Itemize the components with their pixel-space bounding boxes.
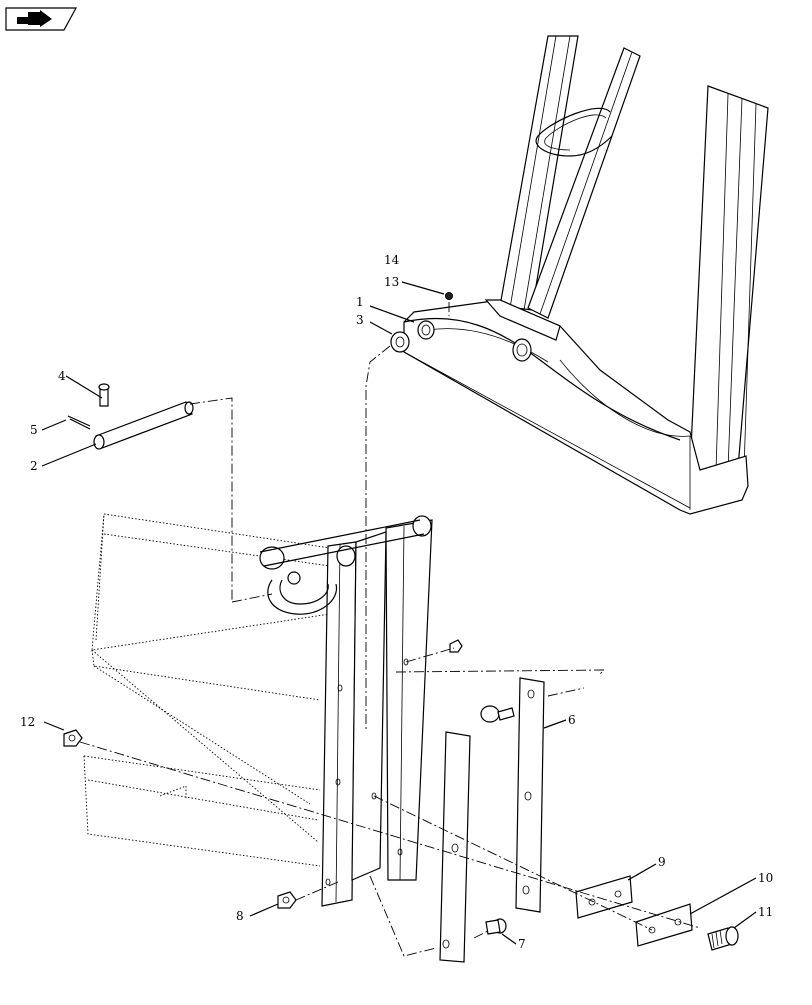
callout-9: 9 [658,855,666,869]
alignment-lines [79,345,701,957]
wear-strips [439,677,739,963]
callout-2: 2 [30,459,38,473]
callout-5: 5 [30,423,38,437]
callout-labels: 14 13 1 3 4 5 2 12 6 9 10 11 8 7 [20,253,773,951]
arrow-right-icon[interactable] [5,7,78,31]
upper-frame-assembly [390,35,769,515]
callout-3: 3 [356,313,364,327]
pin-parts [67,383,194,450]
callout-6: 6 [568,713,576,727]
callout-13: 13 [384,275,399,289]
callout-1: 1 [356,295,364,309]
callout-7: 7 [518,937,526,951]
leader-lines [41,281,757,945]
callout-8: 8 [236,909,244,923]
callout-4: 4 [58,369,66,383]
callout-10: 10 [758,871,773,885]
callout-14: 14 [384,253,400,267]
lower-mount-assembly [63,513,463,909]
callout-12: 12 [20,715,35,729]
callout-11: 11 [758,905,773,919]
